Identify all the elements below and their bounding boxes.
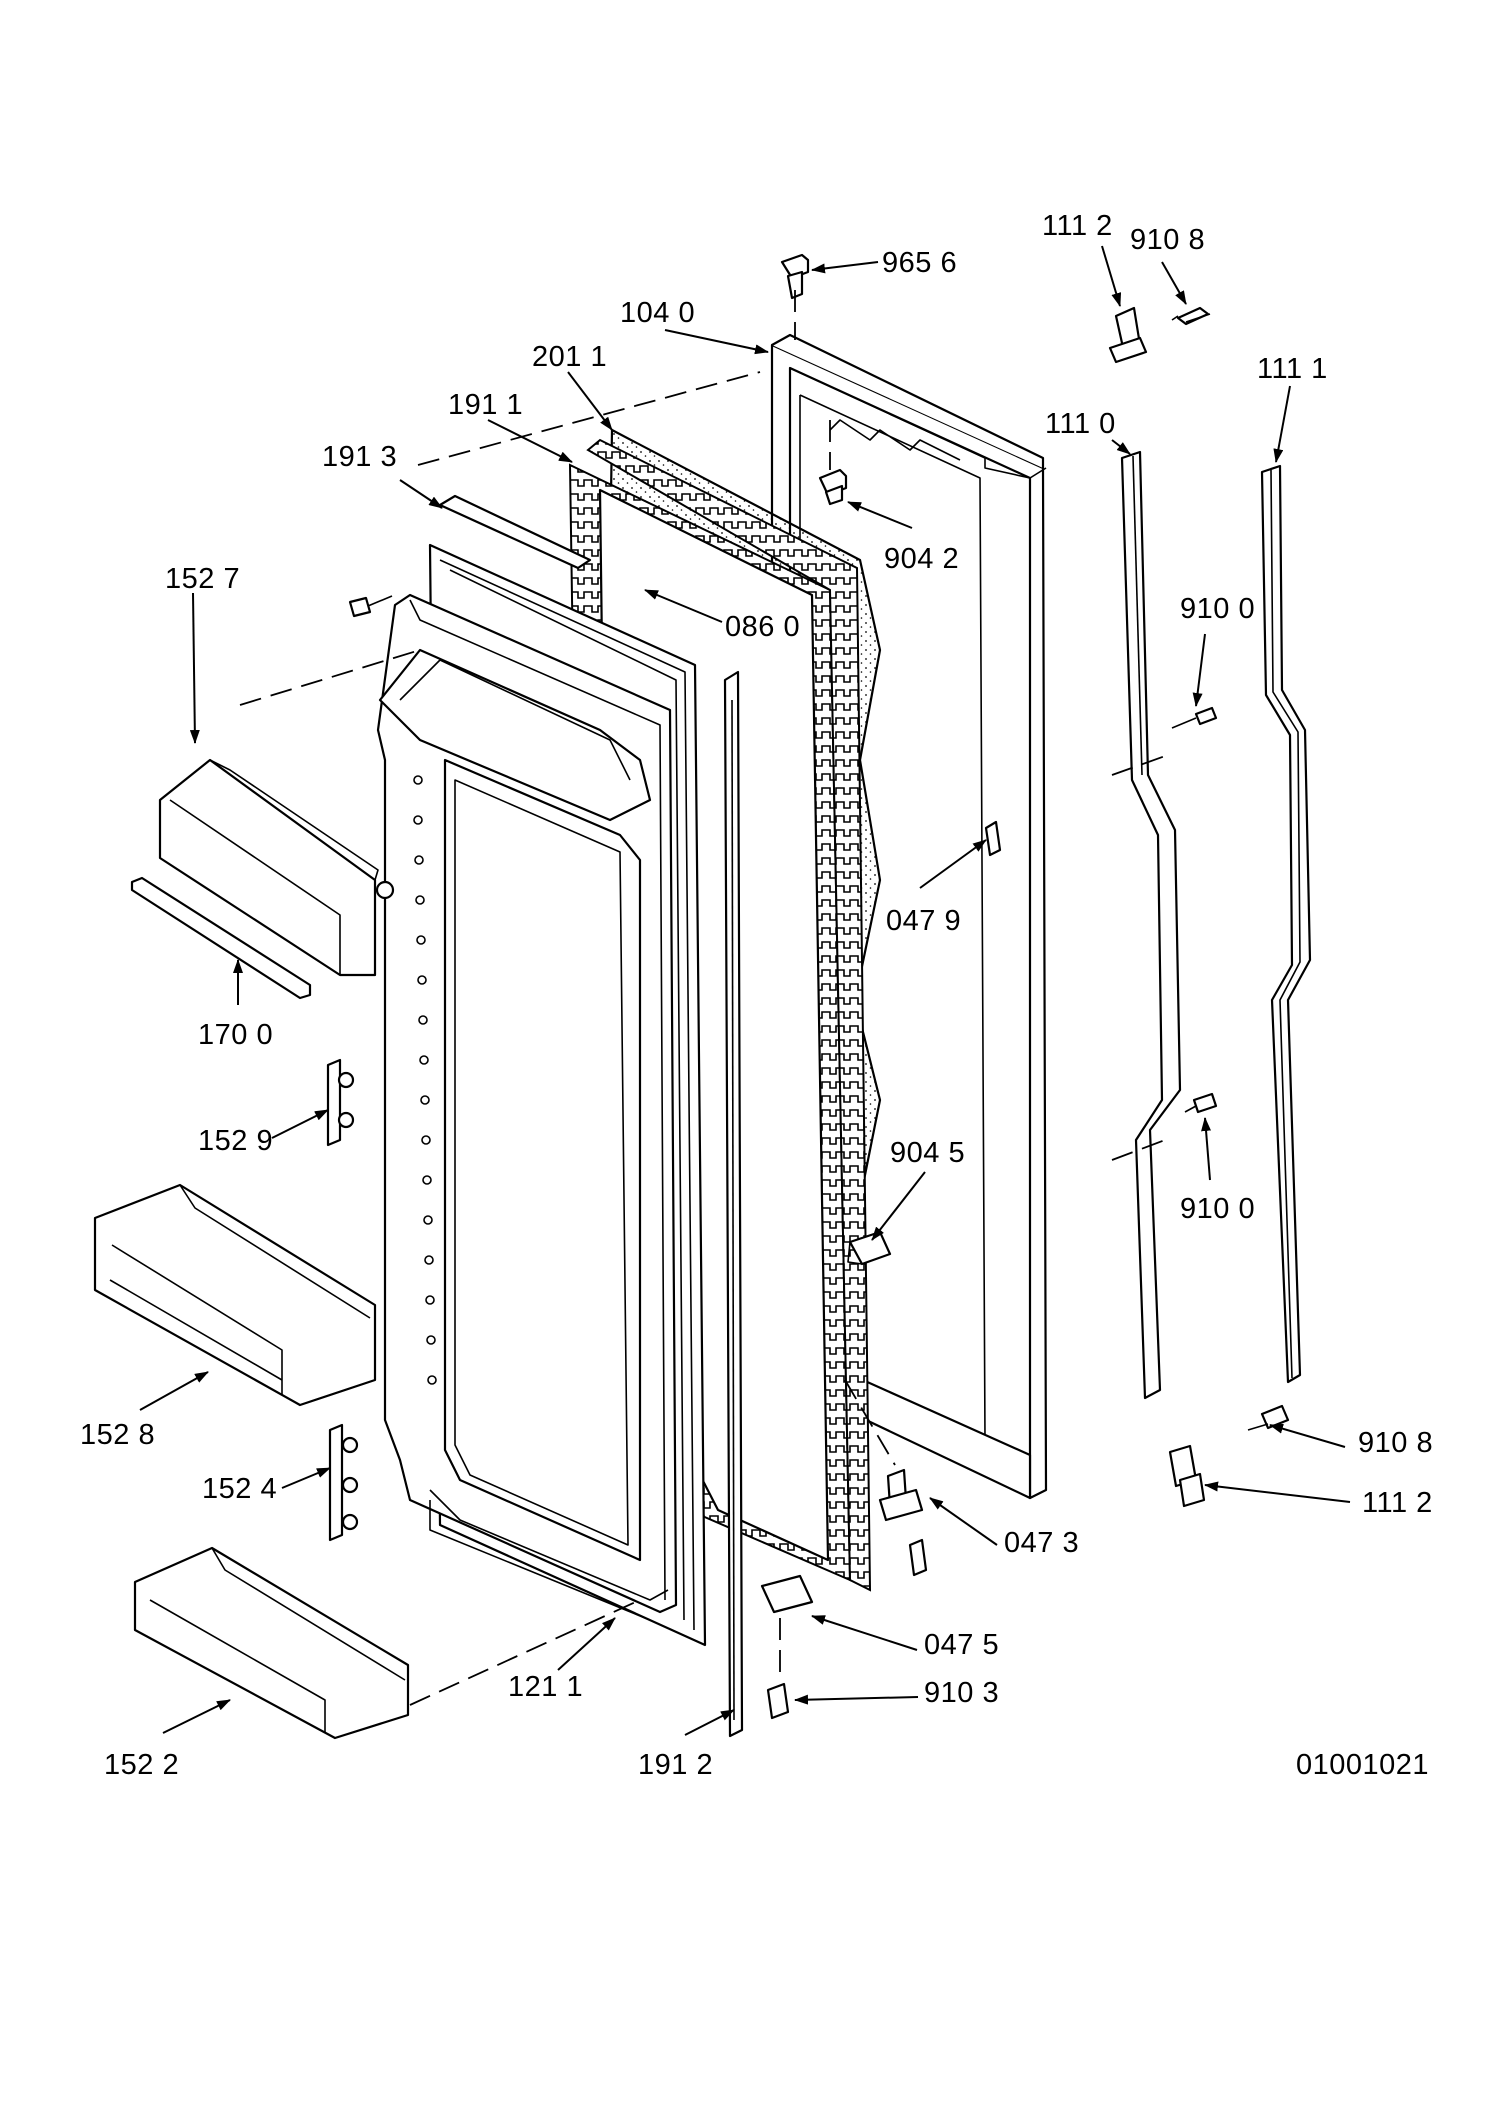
door-bin-1528 xyxy=(93,1183,377,1407)
label-111-2-bottom: 111 2 xyxy=(1362,1487,1433,1519)
label-152-9: 152 9 xyxy=(198,1125,273,1157)
shelf-retainer-1524 xyxy=(328,1423,359,1542)
leader-lines xyxy=(139,245,1351,1736)
label-965-6: 965 6 xyxy=(882,247,957,279)
label-191-1: 191 1 xyxy=(448,389,523,421)
screw-9108-top xyxy=(1171,306,1211,326)
label-904-5: 904 5 xyxy=(890,1137,965,1169)
alignment-lines xyxy=(239,290,1169,1706)
handle-rod xyxy=(1260,464,1312,1384)
shelf-retainer-1529 xyxy=(326,1058,355,1147)
label-904-2: 904 2 xyxy=(884,543,959,575)
side-trim-strip xyxy=(723,670,744,1738)
label-152-2: 152 2 xyxy=(104,1749,179,1781)
label-047-5: 047 5 xyxy=(924,1629,999,1661)
door-bin-1522 xyxy=(133,1546,410,1740)
drawing-number: 01001021 xyxy=(1296,1749,1429,1781)
bracket-0475 xyxy=(760,1574,814,1614)
label-111-1: 111 1 xyxy=(1257,353,1328,385)
part-labels: 965 6 104 0 201 1 191 1 191 3 152 7 086 … xyxy=(80,210,1433,1781)
hinge-0473 xyxy=(878,1468,928,1577)
clip-0479 xyxy=(984,820,1002,857)
plug-9042 xyxy=(818,468,848,506)
label-152-8: 152 8 xyxy=(80,1419,155,1451)
label-152-7: 152 7 xyxy=(165,563,240,595)
label-121-1: 121 1 xyxy=(508,1671,583,1703)
label-170-0: 170 0 xyxy=(198,1019,273,1051)
door-liner xyxy=(376,543,707,1647)
dairy-compartment-1527 xyxy=(130,758,395,1000)
screw-9100-a xyxy=(1171,706,1218,729)
liner-shelf-holes xyxy=(413,775,437,1385)
outer-door-panel xyxy=(770,333,1048,1500)
plug-screw-9656 xyxy=(780,253,810,300)
top-trim-strip xyxy=(438,494,592,570)
label-111-2-top: 111 2 xyxy=(1042,210,1113,242)
label-910-0-b: 910 0 xyxy=(1180,1193,1255,1225)
label-910-3: 910 3 xyxy=(924,1677,999,1709)
screw-9108-bottom xyxy=(1247,1404,1290,1431)
hinge-bracket xyxy=(1120,450,1182,1400)
label-191-3: 191 3 xyxy=(322,441,397,473)
label-047-3: 047 3 xyxy=(1004,1527,1079,1559)
screw-191-3 xyxy=(348,595,393,618)
hinge-pin-1112-top xyxy=(1108,306,1148,364)
label-910-8-top: 910 8 xyxy=(1130,224,1205,256)
screw-9100-b xyxy=(1184,1092,1218,1114)
label-111-0: 111 0 xyxy=(1045,408,1116,440)
label-104-0: 104 0 xyxy=(620,297,695,329)
label-086-0: 086 0 xyxy=(725,611,800,643)
label-910-8-bottom: 910 8 xyxy=(1358,1427,1433,1459)
label-152-4: 152 4 xyxy=(202,1473,277,1505)
screw-9103 xyxy=(766,1682,790,1720)
label-047-9: 047 9 xyxy=(886,905,961,937)
hinge-pin-1112-bottom xyxy=(1168,1444,1206,1508)
label-201-1: 201 1 xyxy=(532,341,607,373)
label-191-2: 191 2 xyxy=(638,1749,713,1781)
label-910-0-a: 910 0 xyxy=(1180,593,1255,625)
